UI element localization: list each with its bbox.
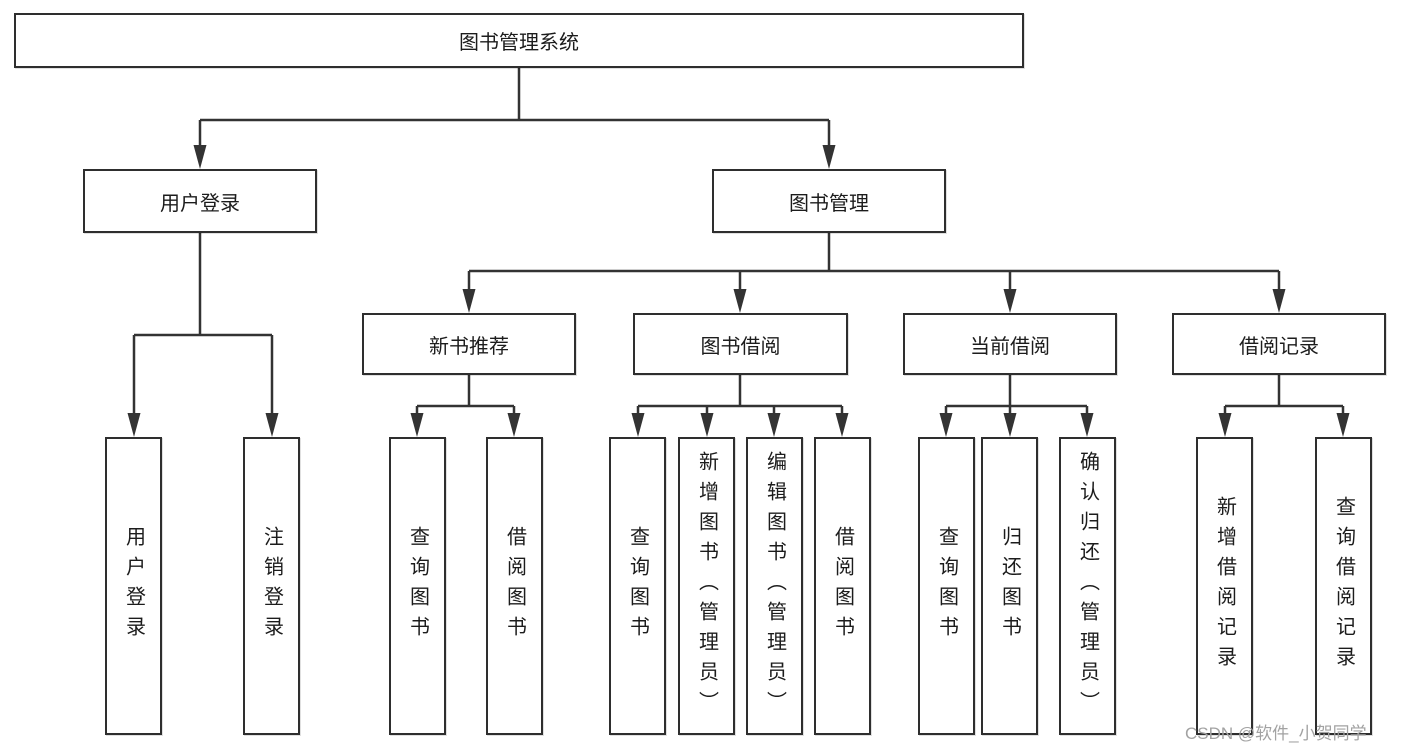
- leaf-add-books-admin: 新增图书（管理员）: [678, 437, 735, 735]
- node-borrow-records-label: 借阅记录: [1239, 335, 1319, 358]
- leaf-return-books: 归还图书: [981, 437, 1038, 735]
- csdn-watermark: CSDN @软件_小贺同学: [1185, 724, 1367, 743]
- leaf-query-books-recommend: 查询图书: [389, 437, 446, 735]
- node-root-label: 图书管理系统: [459, 32, 579, 54]
- leaf-user-login-label: 用户登录: [122, 526, 145, 646]
- leaf-query-books-borrowing-label: 查询图书: [626, 526, 649, 646]
- node-root: 图书管理系统: [14, 13, 1024, 68]
- leaf-borrow-books-recommend: 借阅图书: [486, 437, 543, 735]
- node-current-borrowing: 当前借阅: [903, 313, 1117, 375]
- node-user-login: 用户登录: [83, 169, 317, 233]
- leaf-query-borrow-record: 查询借阅记录: [1315, 437, 1372, 735]
- leaf-confirm-return-admin: 确认归还（管理员）: [1059, 437, 1116, 735]
- leaf-add-borrow-record: 新增借阅记录: [1196, 437, 1253, 735]
- leaf-query-books-recommend-label: 查询图书: [406, 526, 429, 646]
- node-book-management: 图书管理: [712, 169, 946, 233]
- leaf-logout: 注销登录: [243, 437, 300, 735]
- node-current-borrowing-label: 当前借阅: [970, 335, 1050, 358]
- node-book-borrowing: 图书借阅: [633, 313, 848, 375]
- leaf-query-books-current-label: 查询图书: [935, 526, 958, 646]
- leaf-query-books-borrowing: 查询图书: [609, 437, 666, 735]
- node-book-borrowing-label: 图书借阅: [700, 335, 781, 358]
- node-user-login-label: 用户登录: [160, 192, 240, 215]
- leaf-query-borrow-record-label: 查询借阅记录: [1332, 496, 1355, 676]
- leaf-logout-label: 注销登录: [260, 526, 283, 646]
- leaf-borrow-books-recommend-label: 借阅图书: [503, 526, 526, 646]
- leaf-add-books-admin-label: 新增图书（管理员）: [695, 451, 718, 721]
- leaf-borrow-books-borrowing: 借阅图书: [814, 437, 871, 735]
- leaf-edit-books-admin: 编辑图书（管理员）: [746, 437, 803, 735]
- node-borrow-records: 借阅记录: [1172, 313, 1386, 375]
- leaf-edit-books-admin-label: 编辑图书（管理员）: [763, 451, 786, 721]
- leaf-return-books-label: 归还图书: [998, 526, 1021, 646]
- leaf-borrow-books-borrowing-label: 借阅图书: [831, 526, 854, 646]
- node-new-book-recommendation: 新书推荐: [362, 313, 576, 375]
- leaf-query-books-current: 查询图书: [918, 437, 975, 735]
- node-book-management-label: 图书管理: [789, 192, 869, 215]
- leaf-user-login: 用户登录: [105, 437, 162, 735]
- node-new-book-recommendation-label: 新书推荐: [429, 335, 509, 358]
- leaf-add-borrow-record-label: 新增借阅记录: [1213, 496, 1236, 676]
- leaf-confirm-return-admin-label: 确认归还（管理员）: [1076, 451, 1099, 721]
